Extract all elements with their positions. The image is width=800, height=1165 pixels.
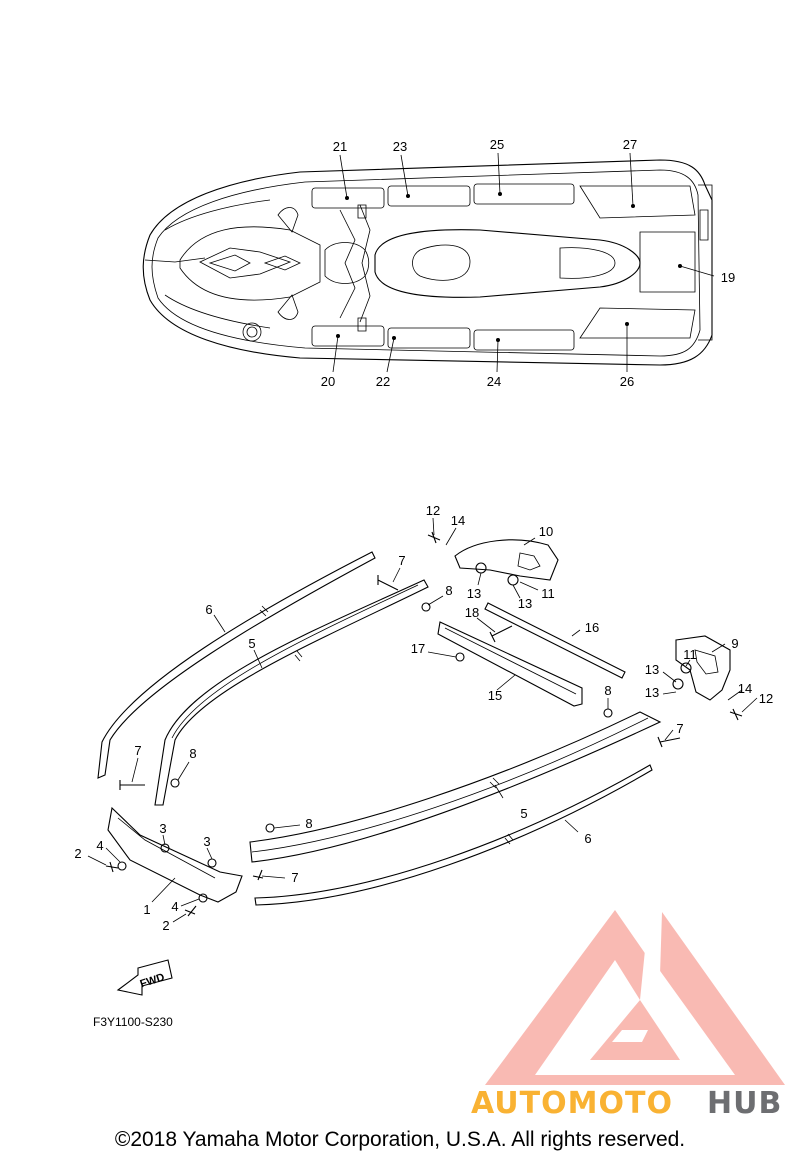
callout-16: 16 xyxy=(585,620,599,635)
callout-24: 24 xyxy=(487,374,501,389)
callout-10: 10 xyxy=(539,524,553,539)
callout-12-b: 12 xyxy=(759,691,773,706)
callout-26: 26 xyxy=(620,374,634,389)
exploded-parts xyxy=(97,531,743,996)
callout-19: 19 xyxy=(721,270,735,285)
fwd-label: FWD xyxy=(139,971,167,990)
callout-4-b: 4 xyxy=(171,899,178,914)
callout-15: 15 xyxy=(488,688,502,703)
callout-2-a: 2 xyxy=(74,846,81,861)
callout-2-b: 2 xyxy=(162,918,169,933)
drawing-code: F3Y1100-S230 xyxy=(93,1015,173,1029)
callout-1: 1 xyxy=(143,902,150,917)
callout-21: 21 xyxy=(333,139,347,154)
callout-6-a: 6 xyxy=(205,602,212,617)
callout-5-b: 5 xyxy=(520,806,527,821)
copyright-notice: ©2018 Yamaha Motor Corporation, U.S.A. A… xyxy=(114,1128,686,1151)
callout-13-c: 13 xyxy=(645,662,659,677)
callout-7-c: 7 xyxy=(134,743,141,758)
callout-7-d: 7 xyxy=(291,870,298,885)
callout-6-b: 6 xyxy=(584,831,591,846)
callout-17: 17 xyxy=(411,641,425,656)
callout-27: 27 xyxy=(623,137,637,152)
callout-23: 23 xyxy=(393,139,407,154)
callout-8-d: 8 xyxy=(305,816,312,831)
callout-3-b: 3 xyxy=(203,834,210,849)
callout-13-d: 13 xyxy=(645,685,659,700)
automotohub-logo xyxy=(485,910,785,1085)
hull-top-view xyxy=(142,159,713,366)
callout-20: 20 xyxy=(321,374,335,389)
callout-3-a: 3 xyxy=(159,821,166,836)
callout-8-c: 8 xyxy=(189,746,196,761)
top-callout-labels: 21 23 25 27 19 20 22 24 26 xyxy=(321,137,735,389)
callout-8-a: 8 xyxy=(445,583,452,598)
callout-25: 25 xyxy=(490,137,504,152)
callout-18: 18 xyxy=(465,605,479,620)
callout-7-a: 7 xyxy=(398,553,405,568)
callout-11-a: 11 xyxy=(541,586,555,601)
callout-13-b: 13 xyxy=(518,596,532,611)
callout-22: 22 xyxy=(376,374,390,389)
callout-11-b: 11 xyxy=(683,647,697,662)
callout-5-a: 5 xyxy=(248,636,255,651)
callout-14-a: 14 xyxy=(451,513,465,528)
callout-14-b: 14 xyxy=(738,681,752,696)
callout-7-b: 7 xyxy=(676,721,683,736)
top-leaders xyxy=(332,152,715,373)
wordmark-hub: HUB xyxy=(707,1086,782,1121)
bottom-leaders xyxy=(87,517,758,923)
callout-9: 9 xyxy=(731,636,738,651)
callout-13-a: 13 xyxy=(467,586,481,601)
callout-4-a: 4 xyxy=(96,838,103,853)
automotohub-wordmark: AUTOMOTO HUB xyxy=(471,1086,782,1121)
callout-8-b: 8 xyxy=(604,683,611,698)
wordmark-automoto: AUTOMOTO xyxy=(471,1086,673,1121)
bottom-callout-labels: 12 14 10 13 13 11 7 8 6 5 18 16 17 15 9 … xyxy=(74,503,773,933)
callout-12-a: 12 xyxy=(426,503,440,518)
